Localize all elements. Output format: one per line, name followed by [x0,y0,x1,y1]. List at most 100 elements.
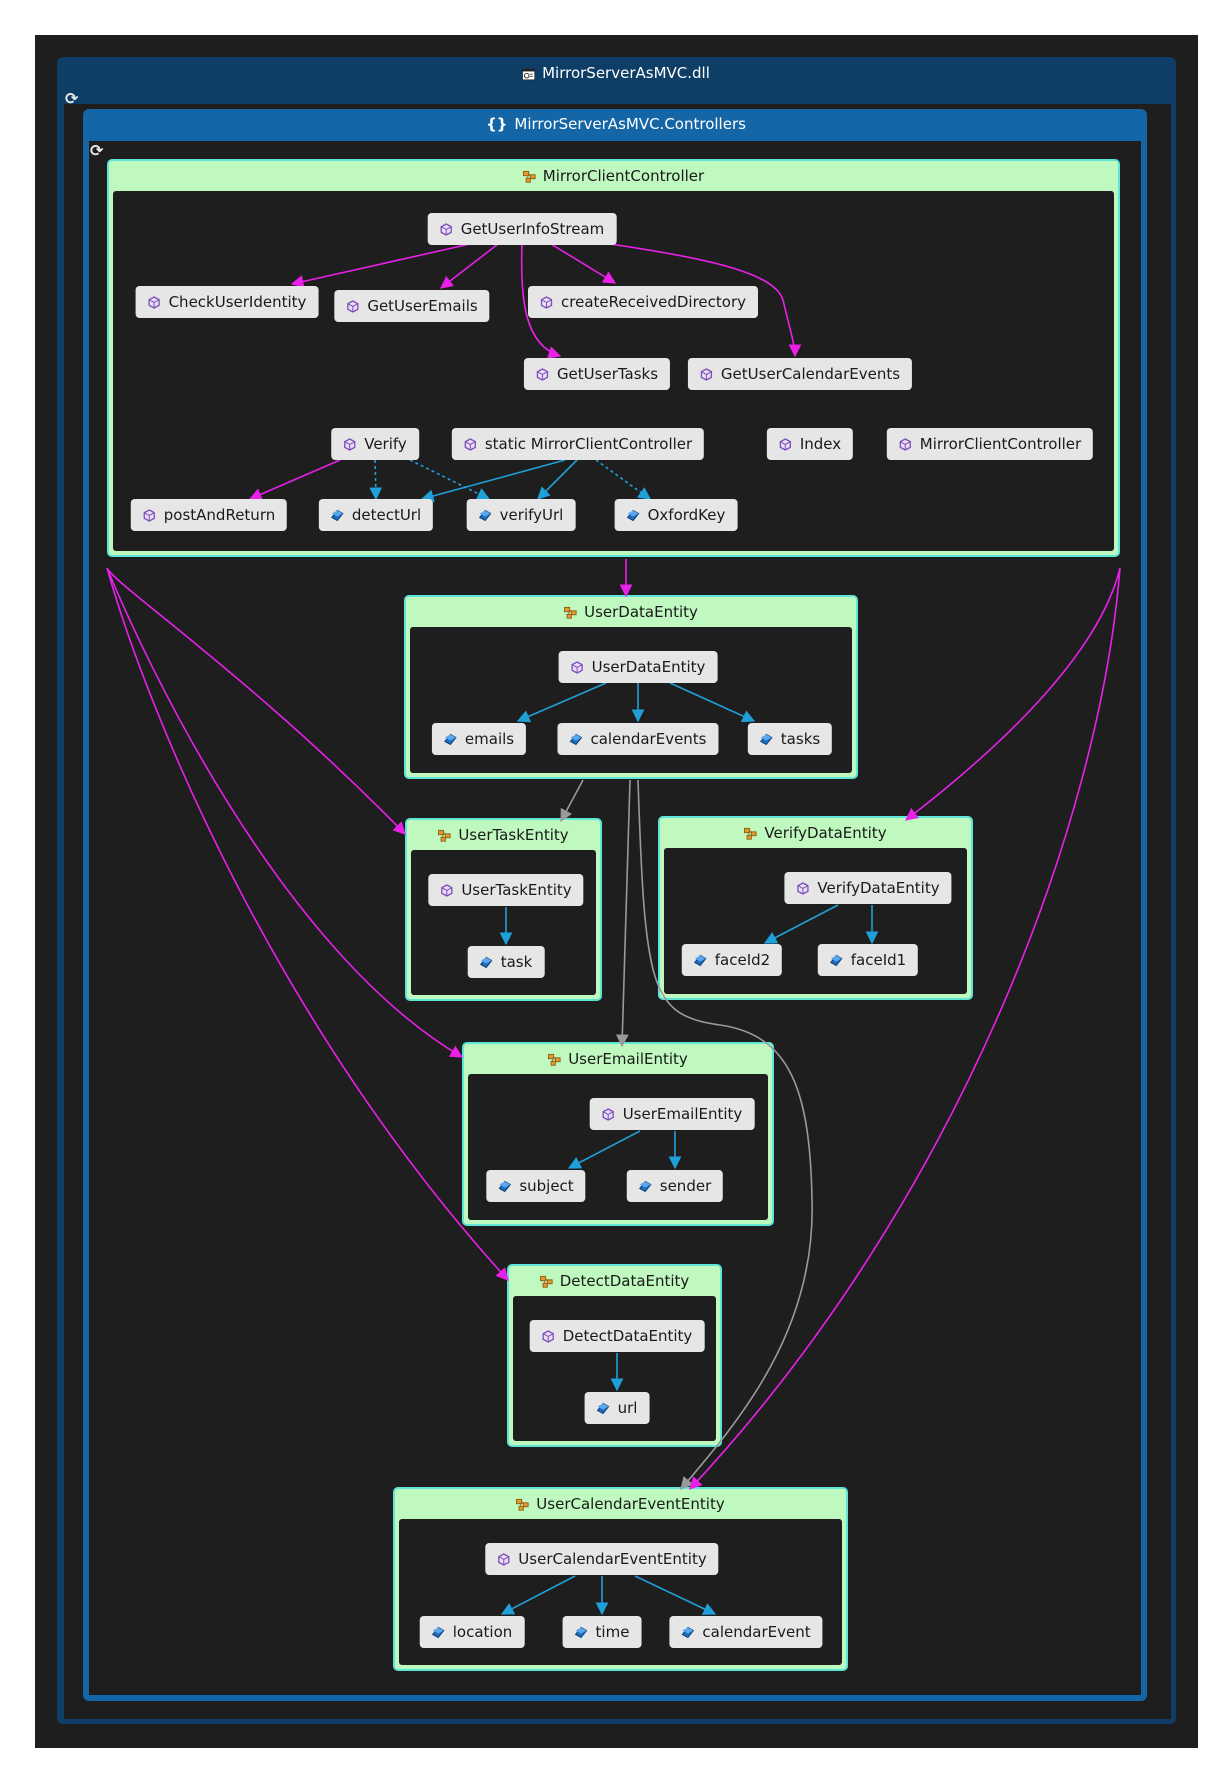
method-node[interactable]: DetectDataEntity [529,1320,705,1352]
namespace-collapse-icon[interactable]: ⟳ [90,141,104,160]
class-icon [438,829,451,842]
field-node[interactable]: task [467,946,545,978]
node-label: static MirrorClientController [484,435,693,453]
assembly-collapse-icon[interactable]: ⟳ [65,89,79,108]
method-icon [796,881,809,895]
method-icon [497,1552,510,1566]
class-icon [516,1498,529,1511]
method-node[interactable]: GetUserCalendarEvents [687,358,913,390]
node-label: calendarEvent [702,1623,811,1641]
namespace-title: MirrorServerAsMVC.Controllers [514,115,746,133]
field-icon [574,1626,588,1639]
class-header[interactable]: UserCalendarEventEntity [395,1489,846,1519]
node-label: createReceivedDirectory [561,293,746,311]
field-node[interactable]: emails [431,723,527,755]
field-node[interactable]: calendarEvents [557,723,719,755]
method-node[interactable]: GetUserTasks [523,358,671,390]
class-header[interactable]: UserEmailEntity [464,1044,772,1074]
field-icon [760,733,773,746]
field-icon [444,733,457,746]
method-node[interactable]: MirrorClientController [886,428,1094,460]
field-node[interactable]: faceId1 [817,944,919,976]
class-title: VerifyDataEntity [764,824,887,842]
field-icon [498,1180,512,1193]
method-icon [536,367,549,381]
node-label: postAndReturn [163,506,276,524]
field-icon [830,954,843,967]
class-title: UserDataEntity [584,603,698,621]
field-icon [639,1180,652,1193]
node-label: MirrorClientController [919,435,1082,453]
method-icon [899,437,912,451]
node-label: UserTaskEntity [461,881,572,899]
field-icon [431,1626,445,1639]
field-node[interactable]: OxfordKey [614,499,738,531]
node-label: tasks [780,730,821,748]
field-node[interactable]: sender [626,1170,724,1202]
class-header[interactable]: MirrorClientController [109,161,1118,191]
field-icon [626,509,640,522]
method-icon [143,508,156,522]
class-header[interactable]: UserTaskEntity [407,820,600,850]
field-node[interactable]: faceId2 [681,944,783,976]
node-label: verifyUrl [499,506,564,524]
namespace-header[interactable]: {} MirrorServerAsMVC.Controllers [486,115,746,133]
node-label: calendarEvents [590,730,707,748]
method-icon [571,660,584,674]
node-label: task [500,953,533,971]
class-title: DetectDataEntity [559,1272,690,1290]
method-node[interactable]: VerifyDataEntity [784,872,952,904]
field-node[interactable]: detectUrl [318,499,434,531]
class-title: MirrorClientController [542,167,705,185]
assembly-title: MirrorServerAsMVC.dll [542,64,710,82]
method-node[interactable]: postAndReturn [130,499,288,531]
method-node[interactable]: UserCalendarEventEntity [485,1543,719,1575]
node-label: faceId2 [714,951,771,969]
field-icon [596,1402,610,1415]
field-node[interactable]: subject [486,1170,586,1202]
class-icon [564,606,577,619]
method-node[interactable]: UserTaskEntity [428,874,584,906]
method-node[interactable]: Verify [331,428,419,460]
node-label: subject [519,1177,574,1195]
method-node[interactable]: Index [766,428,854,460]
assembly-icon [522,67,536,80]
field-node[interactable]: tasks [747,723,833,755]
method-icon [540,295,553,309]
class-header[interactable]: VerifyDataEntity [660,818,971,848]
node-label: OxfordKey [647,506,726,524]
field-icon [694,954,707,967]
field-node[interactable]: calendarEvent [669,1616,823,1648]
method-icon [440,222,453,236]
method-icon [464,437,477,451]
field-icon [331,509,344,522]
method-node[interactable]: static MirrorClientController [451,428,705,460]
method-icon [779,437,792,451]
class-title: UserCalendarEventEntity [536,1495,725,1513]
method-node[interactable]: CheckUserIdentity [135,286,319,318]
field-node[interactable]: url [584,1392,650,1424]
method-node[interactable]: createReceivedDirectory [528,286,758,318]
method-node[interactable]: UserDataEntity [558,651,718,683]
method-node[interactable]: GetUserInfoStream [427,213,617,245]
method-icon [542,1329,555,1343]
node-label: GetUserCalendarEvents [720,365,901,383]
method-node[interactable]: UserEmailEntity [589,1098,755,1130]
assembly-header[interactable]: MirrorServerAsMVC.dll [522,64,710,82]
class-header[interactable]: DetectDataEntity [509,1266,720,1296]
node-label: sender [659,1177,712,1195]
class-header[interactable]: UserDataEntity [406,597,856,627]
node-label: UserDataEntity [591,658,706,676]
class-icon [539,1275,553,1288]
method-icon [700,367,713,381]
field-node[interactable]: verifyUrl [466,499,576,531]
method-node[interactable]: GetUserEmails [334,290,490,322]
node-label: DetectDataEntity [562,1327,693,1345]
field-icon [478,509,492,522]
field-node[interactable]: location [419,1616,525,1648]
field-node[interactable]: time [562,1616,642,1648]
field-icon [681,1626,695,1639]
node-label: faceId1 [850,951,907,969]
class-title: UserEmailEntity [568,1050,688,1068]
node-label: GetUserInfoStream [460,220,605,238]
